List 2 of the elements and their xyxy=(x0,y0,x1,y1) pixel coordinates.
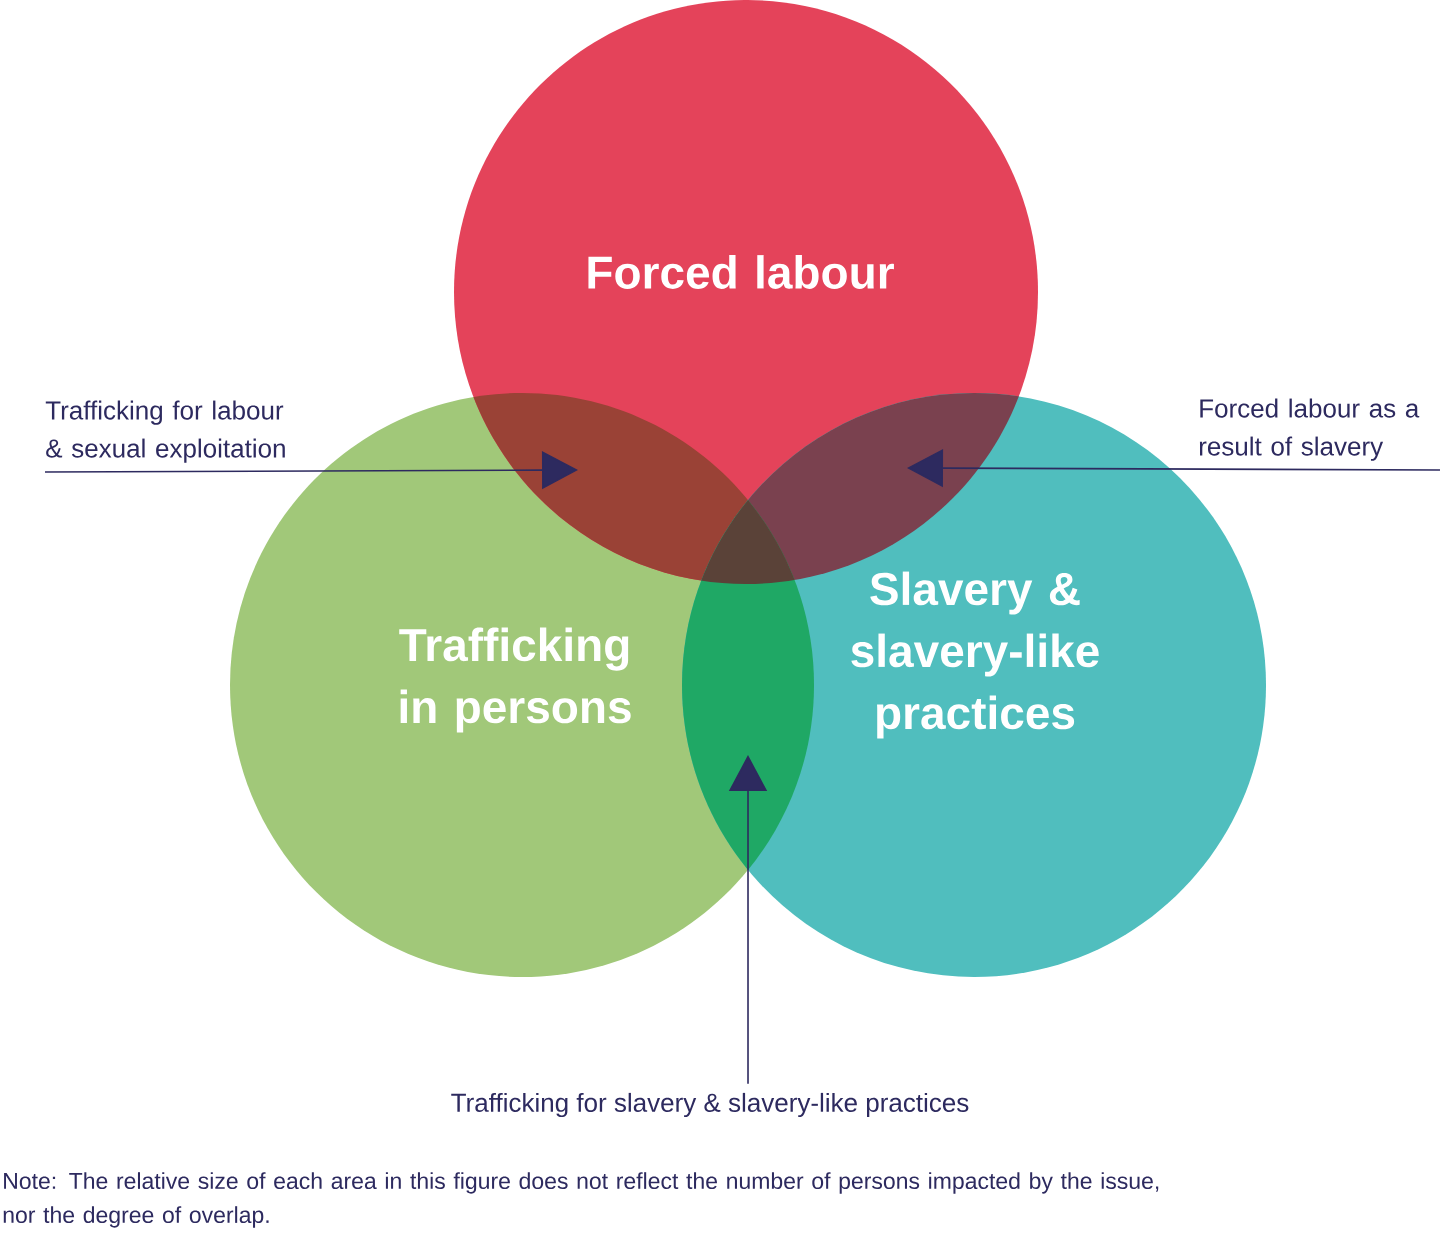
note-text: Note: The relative size of each area in this figure does not reflect the number of persons impacted by the issue, nor the degree of overlap. xyxy=(3,1172,1159,1228)
annotation-text: Trafficking for slavery & slavery-like practices xyxy=(451,1092,969,1118)
